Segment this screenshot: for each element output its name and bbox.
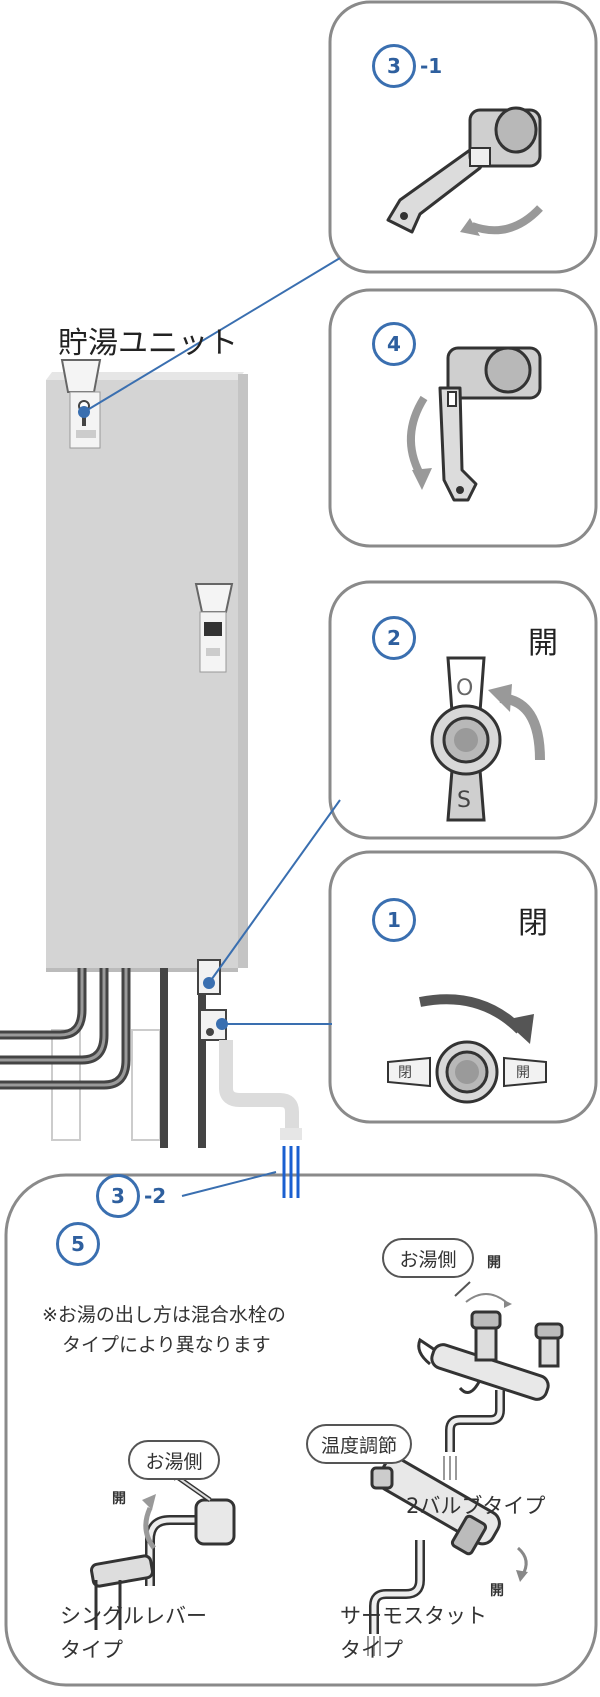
valve-mark-lower: S [457, 788, 471, 813]
two-valve-hot-side-bubble: お湯側 [382, 1238, 474, 1278]
valve-illustration-1 [387, 994, 547, 1104]
step-3-1-number: 3 [372, 44, 416, 88]
step-1-number: 1 [372, 898, 416, 942]
lever-illustration-3-1 [386, 106, 543, 236]
step-5-number: 5 [56, 1222, 100, 1266]
panel-step-4 [328, 288, 598, 548]
lever-illustration-4 [407, 346, 542, 502]
two-valve-type-label: 2バルブタイプ [406, 1494, 546, 1518]
thermostat-type-label-line1: サーモスタット [340, 1604, 487, 1628]
storage-unit-label: 貯湯ユニット [58, 326, 238, 361]
thermostat-type-label-line2: タイプ [340, 1638, 403, 1662]
valve-mark-open: 開 [516, 1065, 530, 1081]
single-lever-type-label-line1: シングルレバー [60, 1604, 207, 1628]
faucet-thermostat [367, 1443, 528, 1656]
note-line-2: タイプにより異なります [62, 1334, 271, 1356]
step-3-2-suffix: -2 [144, 1184, 167, 1208]
step-1-state-label: 閉 [518, 906, 548, 941]
leader-dot-valve-1 [216, 1018, 228, 1030]
two-valve-open-label: 開 [487, 1255, 501, 1271]
step-2-state-label: 開 [528, 626, 558, 661]
faucet-single-lever [89, 1455, 236, 1630]
leader-dot-valve-2 [203, 977, 215, 989]
single-lever-open-label: 開 [112, 1491, 126, 1507]
leader-lines [83, 257, 341, 1197]
step-4-number: 4 [372, 322, 416, 366]
valve-mark-close: 閉 [398, 1065, 412, 1081]
storage-unit [0, 359, 302, 1148]
valve-mark-upper: O [456, 676, 474, 701]
leader-dot-top [78, 406, 90, 418]
single-lever-hot-side-bubble: お湯側 [128, 1440, 220, 1480]
single-lever-type-label-line2: タイプ [60, 1638, 123, 1662]
valve-illustration-2 [430, 656, 545, 822]
thermostat-temp-adjust-bubble: 温度調節 [306, 1424, 412, 1464]
water-stream [282, 1146, 300, 1198]
step-3-1-suffix: -1 [420, 54, 443, 78]
faucet-two-valve [417, 1281, 564, 1480]
step-2-number: 2 [372, 616, 416, 660]
note-line-1: ※お湯の出し方は混合水栓の [42, 1304, 286, 1326]
step-3-2-number: 3 [96, 1174, 140, 1218]
thermostat-open-label: 開 [490, 1583, 504, 1599]
